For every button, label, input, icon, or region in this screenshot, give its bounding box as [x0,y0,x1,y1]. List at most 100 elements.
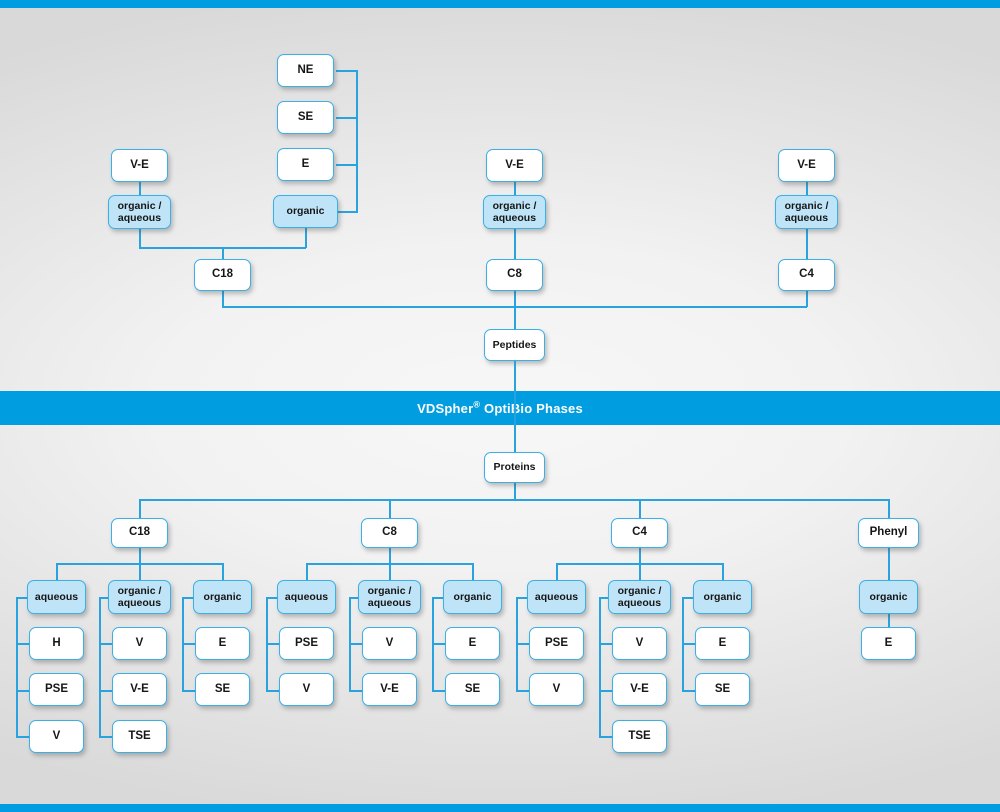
connector [222,247,224,261]
connector [336,70,358,72]
node-phenyl-proteins[interactable]: Phenyl [858,518,919,548]
node-c8-proteins[interactable]: C8 [361,518,418,548]
connector [336,164,358,166]
node-c18-organic[interactable]: organic [193,580,252,614]
node-c8-aqueous-item-1[interactable]: PSE [279,627,334,660]
connector [599,736,614,738]
connector [16,736,31,738]
bottom-accent-bar [0,804,1000,812]
connector [514,361,516,454]
node-c18-proteins[interactable]: C18 [111,518,168,548]
node-c4-aqueous[interactable]: aqueous [527,580,586,614]
node-c4-aqueous-item-1[interactable]: PSE [529,627,584,660]
connector [682,690,697,692]
node-c18-organic-item-2[interactable]: SE [195,673,250,706]
connector [514,482,516,500]
node-phenyl-organic[interactable]: organic [859,580,918,614]
node-organic-aqueous-c4[interactable]: organic / aqueous [775,195,838,229]
connector [99,597,114,599]
node-c4-organic-item-2[interactable]: SE [695,673,750,706]
node-c4-organic-aqueous-item-1[interactable]: V [612,627,667,660]
node-c4-peptides[interactable]: C4 [778,259,835,291]
node-c8-organic[interactable]: organic [443,580,502,614]
connector [806,289,808,307]
connector [888,614,890,628]
top-accent-bar [0,0,1000,8]
connector [139,547,141,564]
connector [722,563,724,581]
connector [599,597,601,736]
connector [336,211,358,213]
connector [356,70,358,213]
banner-text: VDSpher® OptiBio Phases [417,399,583,416]
node-c18-organic-aqueous-item-1[interactable]: V [112,627,167,660]
node-c18-aqueous[interactable]: aqueous [27,580,86,614]
connector [432,597,447,599]
node-c18-aqueous-item-1[interactable]: H [29,627,84,660]
node-c8-aqueous-item-2[interactable]: V [279,673,334,706]
node-c4-proteins[interactable]: C4 [611,518,668,548]
node-c8-peptides[interactable]: C8 [486,259,543,291]
node-ne[interactable]: NE [277,54,334,87]
connector [432,643,447,645]
connector [599,690,614,692]
node-ve-c4[interactable]: V-E [778,149,835,182]
node-ve-c8[interactable]: V-E [486,149,543,182]
connector [99,736,114,738]
connector [639,563,641,581]
connector [516,597,531,599]
node-c8-organic-aqueous[interactable]: organic / aqueous [358,580,421,614]
connector [349,643,364,645]
connector [266,690,281,692]
connector [599,643,614,645]
node-c4-organic-aqueous-item-3[interactable]: TSE [612,720,667,753]
node-c18-aqueous-item-2[interactable]: PSE [29,673,84,706]
connector [16,643,31,645]
connector [182,690,197,692]
node-c4-organic[interactable]: organic [693,580,752,614]
node-c4-organic-item-1[interactable]: E [695,627,750,660]
connector [516,643,531,645]
connector [336,117,358,119]
node-organic-aqueous-c8[interactable]: organic / aqueous [483,195,546,229]
node-c8-organic-aqueous-item-2[interactable]: V-E [362,673,417,706]
connector [16,690,31,692]
node-organic-aqueous-c18[interactable]: organic / aqueous [108,195,171,229]
connector [16,597,31,599]
connector [389,563,391,581]
node-c8-aqueous[interactable]: aqueous [277,580,336,614]
connector [516,690,531,692]
node-c8-organic-item-2[interactable]: SE [445,673,500,706]
connector [139,499,889,501]
connector [222,563,224,581]
node-c18-organic-aqueous[interactable]: organic / aqueous [108,580,171,614]
connector [266,643,281,645]
connector [99,690,114,692]
connector [99,643,114,645]
connector [56,563,58,581]
connector [599,597,614,599]
node-peptides[interactable]: Peptides [484,329,545,361]
node-c18-organic-aqueous-item-2[interactable]: V-E [112,673,167,706]
connector [682,597,697,599]
node-phenyl-organic-item-1[interactable]: E [861,627,916,660]
connector [888,547,890,581]
node-proteins[interactable]: Proteins [484,452,545,483]
connector [349,597,364,599]
node-ve-c18[interactable]: V-E [111,149,168,182]
node-organic-peptides[interactable]: organic [273,195,338,228]
node-c8-organic-aqueous-item-1[interactable]: V [362,627,417,660]
node-c18-organic-aqueous-item-3[interactable]: TSE [112,720,167,753]
connector [182,597,197,599]
node-c4-organic-aqueous[interactable]: organic / aqueous [608,580,671,614]
connector [139,228,141,248]
node-c8-organic-item-1[interactable]: E [445,627,500,660]
node-se[interactable]: SE [277,101,334,134]
node-c18-peptides[interactable]: C18 [194,259,251,291]
connector [389,547,391,564]
node-c18-organic-item-1[interactable]: E [195,627,250,660]
node-c18-aqueous-item-3[interactable]: V [29,720,84,753]
node-e[interactable]: E [277,148,334,181]
node-c4-aqueous-item-2[interactable]: V [529,673,584,706]
node-c4-organic-aqueous-item-2[interactable]: V-E [612,673,667,706]
